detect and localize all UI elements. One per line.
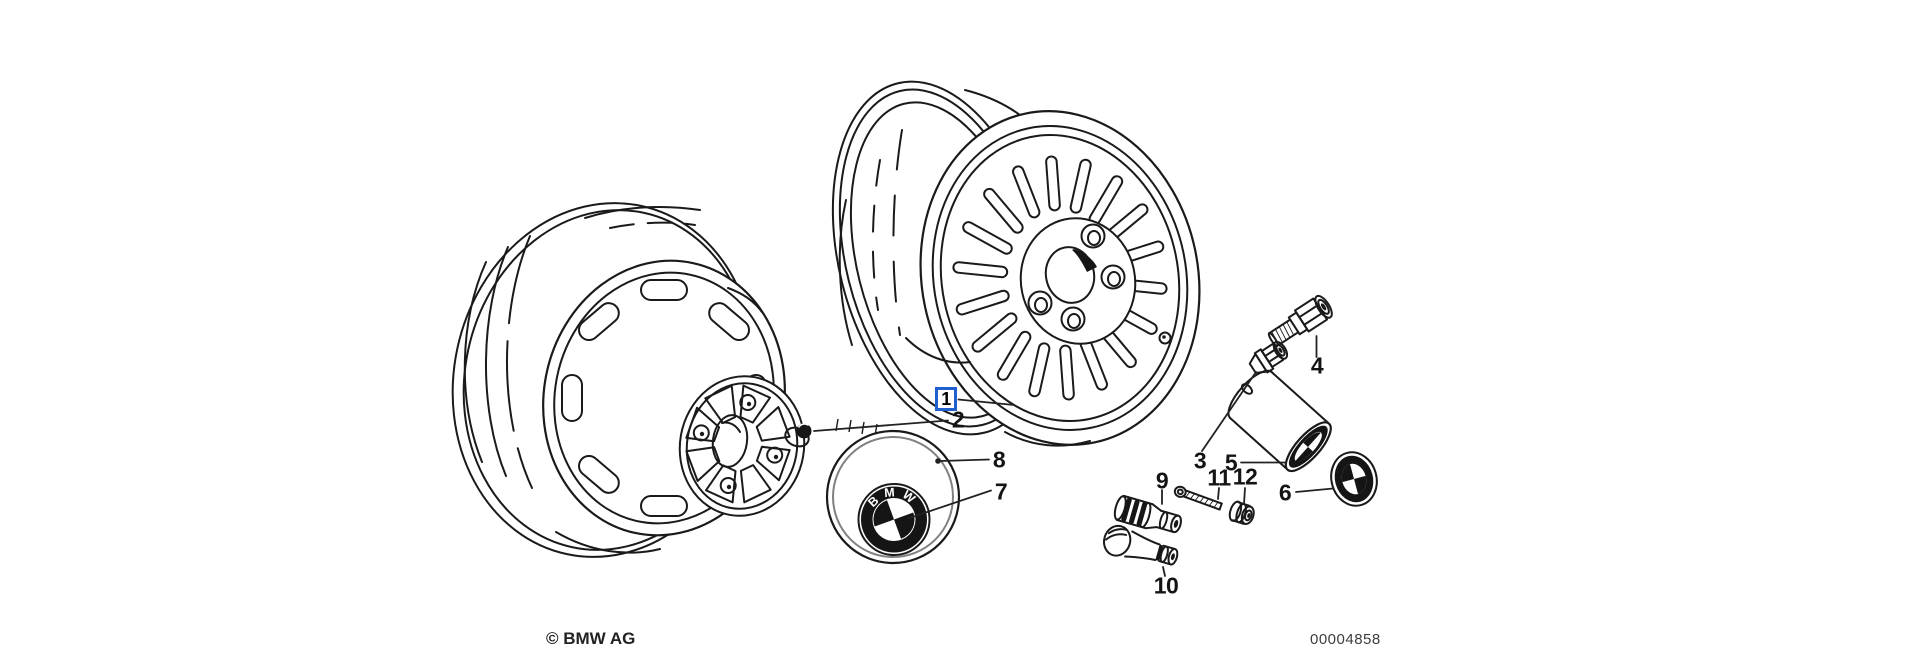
callout-6[interactable]: 6 — [1278, 479, 1292, 506]
alloy-wheel — [831, 80, 1201, 447]
leader-line-10 — [1162, 566, 1166, 577]
document-number: 00004858 — [1310, 631, 1381, 648]
leader-dot-8 — [935, 458, 941, 464]
callout-1-highlighted[interactable]: 1 — [935, 387, 957, 411]
callout-4[interactable]: 4 — [1310, 352, 1324, 379]
steel-wheel — [451, 202, 878, 558]
leader-lines — [813, 335, 1334, 577]
bmw-roundel: BMW — [857, 483, 931, 556]
leader-line-2 — [813, 419, 949, 432]
valve-stem-metal — [1113, 494, 1182, 534]
lug-nut-installed — [784, 423, 812, 448]
leader-line-6 — [1295, 487, 1334, 493]
leader-line-1 — [957, 398, 1015, 406]
callout-8[interactable]: 8 — [992, 446, 1006, 473]
copyright-notice: © BMW AG — [546, 629, 636, 648]
threaded-stud — [1173, 485, 1223, 511]
face-shadow — [727, 287, 763, 313]
hub-lug-holes — [692, 394, 784, 494]
bmw-emblem-badge — [1330, 451, 1378, 507]
valve-nut — [1228, 500, 1255, 525]
leader-line-7 — [907, 489, 992, 520]
callout-5[interactable]: 5 — [1224, 449, 1238, 476]
callout-9[interactable]: 9 — [1155, 467, 1169, 494]
callout-2[interactable]: 2 — [951, 406, 965, 433]
lug-holes — [1027, 223, 1126, 332]
valve-stem-rubber — [1102, 524, 1179, 566]
center-cover — [1227, 369, 1332, 473]
hub-bore — [711, 414, 749, 468]
bore-shadow — [1072, 249, 1097, 272]
callout-10[interactable]: 10 — [1153, 572, 1179, 599]
callout-3[interactable]: 3 — [1193, 447, 1207, 474]
leader-line-8 — [940, 458, 990, 462]
rim-shadow-bottom — [1004, 431, 1091, 447]
hub-cap: BMW — [825, 429, 961, 565]
leader-line-11 — [1217, 487, 1220, 500]
callout-7[interactable]: 7 — [994, 478, 1008, 505]
callout-12[interactable]: 12 — [1232, 463, 1258, 490]
leader-line-12 — [1243, 487, 1246, 505]
alloy-wheel-face — [905, 110, 1201, 447]
valve-hole — [1158, 331, 1172, 345]
center-bore — [1044, 246, 1096, 304]
steel-wheel-face — [542, 259, 878, 537]
rim-shadow-left — [905, 337, 971, 364]
lug-nut — [1248, 340, 1289, 374]
leader-line-3 — [1201, 371, 1257, 452]
callout-11[interactable]: 11 — [1207, 464, 1231, 491]
alloy-spoke-slots — [952, 155, 1168, 401]
